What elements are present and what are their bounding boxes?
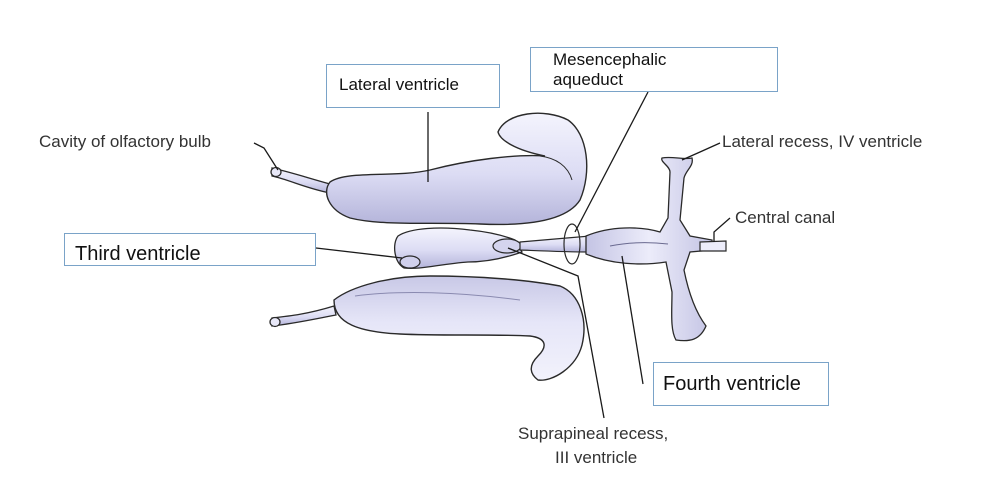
leader-central-canal	[713, 217, 731, 242]
leader-third-ventricle	[315, 247, 403, 259]
olfactory-stalk-lower	[271, 305, 337, 327]
leader-aqueduct	[574, 91, 649, 233]
leader-olfactory	[253, 142, 279, 171]
box-third-ventricle: Third ventricle	[64, 233, 316, 266]
label-central-canal: Central canal	[735, 208, 836, 227]
third-ventricle-body	[393, 227, 523, 270]
label-aqueduct-line1: Mesencephalic	[553, 50, 667, 69]
label-aqueduct-line2: aqueduct	[553, 70, 623, 89]
label-lateral-ventricle: Lateral ventricle	[339, 75, 460, 94]
olfactory-bulb-tip-upper	[270, 166, 282, 178]
label-cavity-olfactory-bulb: Cavity of olfactory bulb	[39, 132, 211, 151]
central-canal-tube	[699, 240, 727, 252]
lateral-ventricle-upper	[325, 112, 588, 226]
label-suprapineal-line2: III ventricle	[555, 448, 638, 467]
label-third-ventricle: Third ventricle	[75, 243, 201, 265]
lateral-ventricle-lower-crease	[354, 292, 521, 301]
box-lateral-ventricle: Lateral ventricle	[326, 64, 500, 108]
label-lateral-recess: Lateral recess, IV ventricle	[722, 132, 923, 151]
label-fourth-ventricle: Fourth ventricle	[663, 373, 801, 395]
lateral-ventricle-upper-crease	[539, 155, 573, 181]
olfactory-bulb-tip-lower	[269, 316, 281, 328]
aqueduct-ring	[563, 223, 581, 265]
lateral-ventricle-lower	[333, 275, 585, 381]
leader-lateral-recess	[681, 142, 721, 161]
leader-suprapineal	[507, 247, 605, 419]
fourth-ventricle-body	[585, 156, 713, 342]
label-suprapineal-line1: Suprapineal recess,	[518, 424, 669, 443]
third-ventricle-knob	[399, 255, 421, 269]
box-mesencephalic-aqueduct: Mesencephalic aqueduct	[530, 47, 778, 92]
leader-fourth-ventricle	[621, 255, 644, 385]
fourth-ventricle-midline	[609, 242, 669, 247]
box-fourth-ventricle: Fourth ventricle	[653, 362, 829, 406]
